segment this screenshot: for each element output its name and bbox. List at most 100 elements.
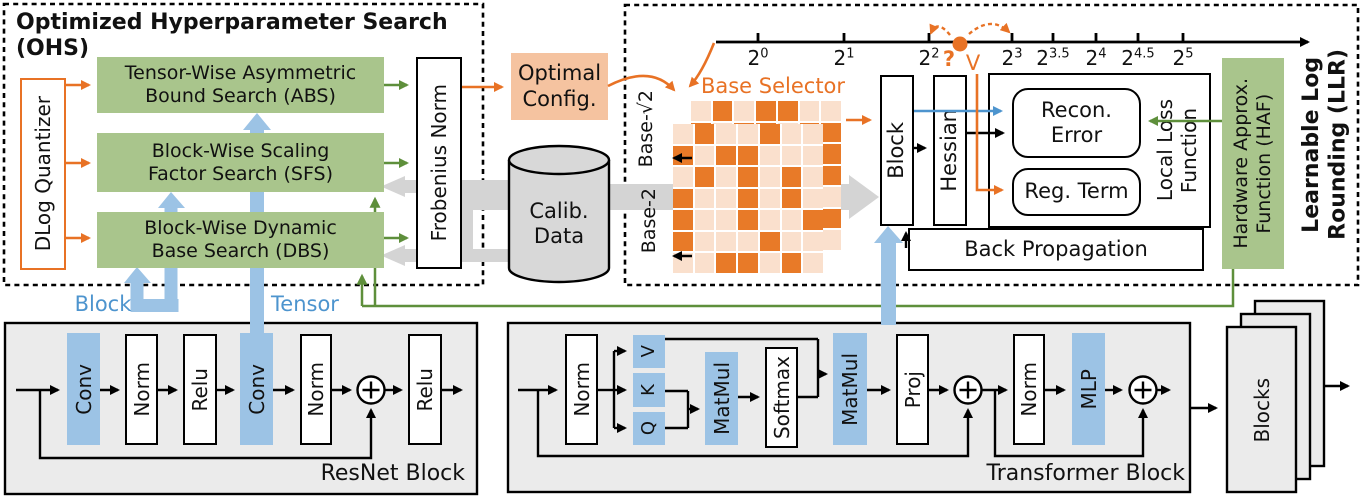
base-selector-cell xyxy=(738,145,758,166)
calib-data-label: Calib.Data xyxy=(529,198,589,248)
base-selector-cell xyxy=(738,167,758,187)
base-selector-cell xyxy=(759,188,780,209)
tensor-granularity-label: Tensor xyxy=(271,292,339,317)
base-selector-cell xyxy=(803,231,823,252)
dlog-quantizer-box: DLog Quantizer xyxy=(20,78,66,270)
base-selector-cell xyxy=(759,253,780,273)
base-selector-cell xyxy=(821,187,841,207)
base-selector-cell xyxy=(694,253,715,273)
question-mark-label: ? xyxy=(942,47,956,72)
transformer-softmax-box: Softmax xyxy=(765,347,798,448)
base-selector-cell xyxy=(781,253,802,273)
base-selector-cell xyxy=(734,101,755,121)
recon-error-box: Recon.Error xyxy=(1012,88,1141,158)
transformer-add2-icon xyxy=(1128,375,1158,405)
base-selector-cell xyxy=(738,124,758,144)
base-selector-cell xyxy=(673,231,693,252)
resnet-wiring xyxy=(16,385,463,460)
tick-label-2-3: 23 xyxy=(1001,46,1023,70)
base-selector-cell xyxy=(712,101,733,121)
tick-label-2-5: 25 xyxy=(1172,46,1194,70)
base-selector-cell xyxy=(781,145,802,166)
base-selector-cell xyxy=(803,253,823,273)
transformer-norm1-box: Norm xyxy=(565,334,598,445)
base-selector-cell xyxy=(691,101,711,121)
base-selector-cell xyxy=(759,124,780,144)
haf-box: Hardware Approx.Function (HAF) xyxy=(1222,58,1284,269)
base-selector-cell xyxy=(781,124,802,144)
tick-label-2-4: 24 xyxy=(1085,46,1107,70)
resnet-relu2-box: Relu xyxy=(408,334,442,445)
transformer-norm2-box: Norm xyxy=(1013,334,1045,445)
base-selector-cell xyxy=(716,124,737,144)
base-selector-cell xyxy=(781,188,802,209)
base-selector-cell xyxy=(738,210,758,230)
base-selector-cell xyxy=(803,124,823,144)
base-selector-title: Base Selector xyxy=(700,74,846,99)
base-selector-cell xyxy=(821,230,841,250)
base-selector-cell xyxy=(759,231,780,252)
dlog-to-search-arrows xyxy=(66,80,504,243)
v-to-regterm-arrow xyxy=(975,74,1004,195)
optimal-config-curves xyxy=(607,42,716,92)
tick-label-2-1: 21 xyxy=(833,46,855,70)
tick-label-2-4p5: 24.5 xyxy=(1121,46,1155,70)
base-selector-cell xyxy=(673,124,693,144)
base-selector-cell xyxy=(821,101,841,121)
llr-block-box: Block xyxy=(880,75,914,226)
base-selector-cell xyxy=(777,101,798,121)
base-selector-cell xyxy=(821,144,841,164)
base-selector-cell xyxy=(673,210,693,230)
resnet-add-icon xyxy=(356,375,386,405)
base-selector-cell xyxy=(694,124,715,144)
tick-label-2-0: 20 xyxy=(747,46,769,70)
base-selector-cell xyxy=(673,167,693,187)
search-to-frobenius-arrows xyxy=(384,80,409,243)
resnet-relu1-box: Relu xyxy=(183,334,217,445)
base-selector-cell xyxy=(738,188,758,209)
back-propagation-box: Back Propagation xyxy=(908,228,1204,271)
base-selector-cell xyxy=(694,167,715,187)
llr-dashed-frame xyxy=(623,3,1360,287)
base-selector-cell xyxy=(716,167,737,187)
calib-data-cylinder-icon xyxy=(507,144,611,284)
tick-label-2-2: 22 xyxy=(918,46,940,70)
transformer-proj-box: Proj xyxy=(896,334,929,445)
base-selector-cell xyxy=(694,188,715,209)
base-selector-cell xyxy=(738,231,758,252)
base-selector-cell xyxy=(716,145,737,166)
resnet-norm1-box: Norm xyxy=(125,334,158,445)
base-selector-cell xyxy=(756,101,776,121)
base-selector-cell xyxy=(759,145,780,166)
base-selector-cell xyxy=(821,122,841,143)
block-granularity-label: Block xyxy=(74,292,132,317)
v-base-label: V xyxy=(965,51,981,76)
resnet-norm2-box: Norm xyxy=(300,334,332,445)
base-selector-cell xyxy=(716,231,737,252)
transformer-v-box: V xyxy=(633,335,665,368)
base-selector-grid-front xyxy=(673,124,823,273)
base-selector-cell xyxy=(803,188,823,209)
log-number-line xyxy=(716,33,1310,47)
base-selector-cell xyxy=(716,210,737,230)
transformer-wiring xyxy=(518,337,1350,458)
hessian-box: Hessian xyxy=(933,75,967,226)
resnet-conv1-box: Conv xyxy=(67,333,100,445)
base-selector-cell xyxy=(759,210,780,230)
base-selector-cell xyxy=(716,253,737,273)
rounding-choice-arcs xyxy=(929,22,1011,36)
base-selector-cell xyxy=(694,210,715,230)
base-selector-cell xyxy=(738,253,758,273)
transformer-matmul1-box: MatMul xyxy=(705,352,738,445)
base-selector-cell xyxy=(694,231,715,252)
base-selector-cell xyxy=(673,188,693,209)
base-selector-cell xyxy=(821,208,841,229)
base-selector-cell xyxy=(781,210,802,230)
base-selector-cell xyxy=(799,101,820,121)
